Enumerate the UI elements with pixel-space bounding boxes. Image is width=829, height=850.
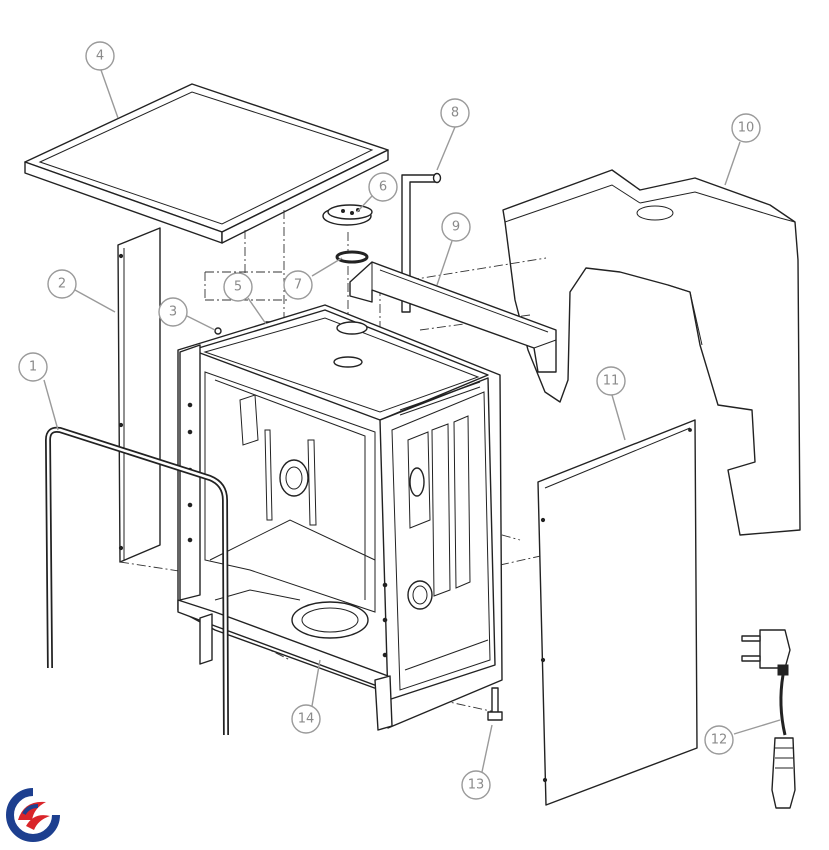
callout-9: 9 bbox=[441, 212, 471, 242]
callout-7-label: 7 bbox=[294, 278, 302, 293]
part-door-seal bbox=[45, 426, 229, 736]
part-tub-body bbox=[177, 304, 503, 731]
callout-4-label: 4 bbox=[96, 49, 104, 64]
callout-1: 1 bbox=[18, 352, 48, 382]
callout-12: 12 bbox=[704, 725, 734, 755]
callout-8-label: 8 bbox=[451, 106, 459, 121]
callout-11-label: 11 bbox=[603, 374, 620, 389]
callout-14: 14 bbox=[291, 704, 321, 734]
part-worktop bbox=[24, 83, 389, 324]
callout-7: 7 bbox=[283, 270, 313, 300]
callout-6-label: 6 bbox=[379, 180, 387, 195]
part-vent-seal bbox=[335, 250, 369, 264]
callout-2-label: 2 bbox=[58, 277, 66, 292]
callout-11: 11 bbox=[596, 366, 626, 396]
callout-9-label: 9 bbox=[452, 220, 460, 235]
part-foot-screw bbox=[487, 687, 503, 721]
part-distribution-rail bbox=[349, 261, 557, 373]
part-power-cable bbox=[741, 629, 796, 809]
callout-4: 4 bbox=[85, 41, 115, 71]
callout-leaders bbox=[43, 69, 781, 773]
callout-5: 5 bbox=[223, 272, 253, 302]
callout-6: 6 bbox=[368, 172, 398, 202]
callout-13: 13 bbox=[461, 770, 491, 800]
callout-3-label: 3 bbox=[169, 305, 177, 320]
callout-10: 10 bbox=[731, 113, 761, 143]
callout-12-label: 12 bbox=[711, 733, 728, 748]
callout-8: 8 bbox=[440, 98, 470, 128]
callout-5-label: 5 bbox=[234, 280, 242, 295]
part-side-panel-left bbox=[117, 227, 161, 563]
callout-10-label: 10 bbox=[738, 121, 755, 136]
brand-swirl-icon bbox=[6, 788, 60, 842]
part-insulation-blanket bbox=[502, 169, 801, 536]
callout-1-label: 1 bbox=[29, 360, 37, 375]
callout-3: 3 bbox=[158, 297, 188, 327]
part-side-panel-right bbox=[537, 419, 698, 806]
part-vent-cap bbox=[322, 204, 373, 226]
callout-13-label: 13 bbox=[468, 778, 485, 793]
callout-2: 2 bbox=[47, 269, 77, 299]
callout-14-label: 14 bbox=[298, 712, 315, 727]
